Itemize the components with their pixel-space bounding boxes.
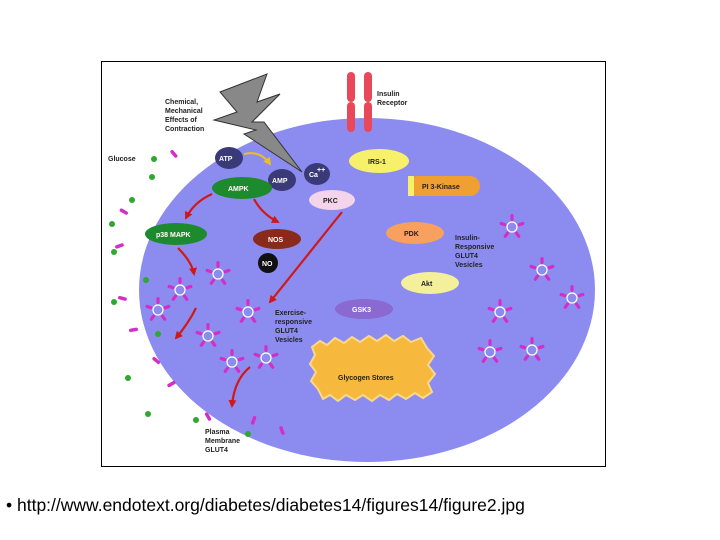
ampk-to-nos-arrow xyxy=(253,198,280,223)
lightning-bolt-icon xyxy=(212,73,303,173)
signaling-arrows xyxy=(174,192,343,408)
insulin-receptor xyxy=(347,72,372,132)
calcium-node: Ca ++ xyxy=(304,163,330,185)
glucose-label: Glucose xyxy=(108,156,136,163)
p38-to-vesicles-arrow xyxy=(177,247,197,276)
pdk-node: PDK xyxy=(386,222,444,244)
svg-text:PI 3-Kinase: PI 3-Kinase xyxy=(422,184,460,191)
plasma-membrane-glut4-label: Plasma Membrane GLUT4 xyxy=(205,429,242,454)
svg-text:NO: NO xyxy=(262,261,273,268)
exercise-vesicles-label: Exercise- responsive GLUT4 Vesicles xyxy=(275,310,314,344)
muscle-cell xyxy=(139,118,595,462)
svg-text:Ca: Ca xyxy=(309,172,318,179)
svg-text:ATP: ATP xyxy=(219,156,233,163)
akt-node: Akt xyxy=(401,272,459,294)
amp-node: AMP xyxy=(268,169,296,191)
contraction-label: Chemical, Mechanical Effects of Contract… xyxy=(165,99,205,133)
svg-text:IRS-1: IRS-1 xyxy=(368,159,386,166)
p38-mapk-node: p38 MAPK xyxy=(145,223,207,245)
pkc-to-vesicles-arrow xyxy=(268,211,343,304)
glycogen-stores: Glycogen Stores xyxy=(308,333,437,403)
no-node: NO xyxy=(258,253,278,273)
ampk-node: AMPK xyxy=(212,177,272,199)
cell-diagram-figure: Insulin Receptor Chemical, Mechanical Ef… xyxy=(101,61,606,467)
svg-text:Glycogen Stores: Glycogen Stores xyxy=(338,375,394,382)
insulin-vesicles-label: Insulin- Responsive GLUT4 Vesicles xyxy=(455,235,496,269)
vesicle-translocation-arrow-2 xyxy=(228,366,251,408)
cell-diagram: Insulin Receptor Chemical, Mechanical Ef… xyxy=(108,72,595,462)
insulin-receptor-label: Insulin Receptor xyxy=(377,91,408,107)
svg-text:++: ++ xyxy=(317,167,325,174)
vesicle-translocation-arrow-1 xyxy=(174,307,197,340)
source-url-caption: • http://www.endotext.org/diabetes/diabe… xyxy=(6,495,525,515)
pi3k-node: PI 3-Kinase xyxy=(408,176,480,196)
nos-node: NOS xyxy=(253,229,301,249)
svg-text:AMP: AMP xyxy=(272,178,288,185)
glucose-molecules xyxy=(109,156,251,437)
ampk-to-p38-arrow xyxy=(185,192,213,220)
atp-node: ATP xyxy=(215,147,243,169)
svg-text:NOS: NOS xyxy=(268,237,284,244)
pkc-node: PKC xyxy=(309,190,355,210)
svg-text:PDK: PDK xyxy=(404,231,419,238)
irs1-node: IRS-1 xyxy=(349,149,409,173)
gsk3-node: GSK3 xyxy=(335,299,393,319)
atp-to-amp-arrow xyxy=(243,152,272,166)
svg-text:Akt: Akt xyxy=(421,281,433,288)
membrane-glut4-transporters xyxy=(115,150,285,435)
svg-text:p38 MAPK: p38 MAPK xyxy=(156,232,191,239)
svg-text:AMPK: AMPK xyxy=(228,186,249,193)
svg-text:PKC: PKC xyxy=(323,198,338,205)
svg-text:GSK3: GSK3 xyxy=(352,307,371,314)
